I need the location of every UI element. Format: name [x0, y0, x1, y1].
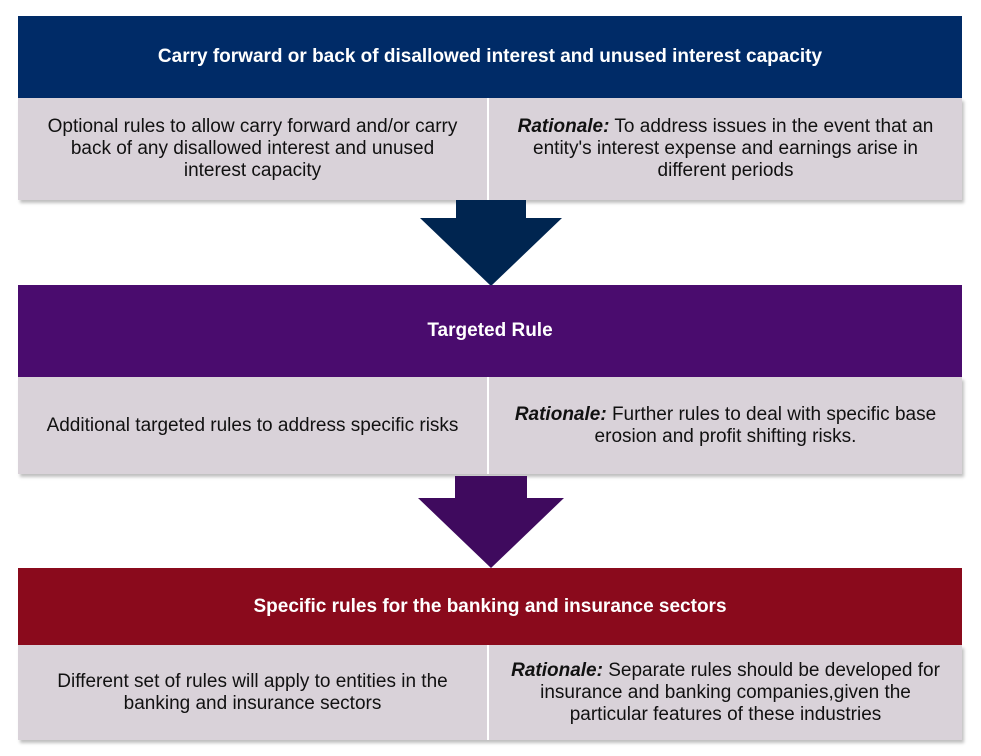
down-arrow-2	[418, 476, 564, 568]
section-3-rationale-cell: Rationale: Separate rules should be deve…	[489, 645, 962, 740]
section-2-description: Additional targeted rules to address spe…	[46, 414, 459, 436]
section-1-rationale-cell: Rationale: To address issues in the even…	[489, 98, 962, 200]
section-2-rationale-cell: Rationale: Further rules to deal with sp…	[489, 377, 962, 474]
section-3-description: Different set of rules will apply to ent…	[57, 670, 448, 714]
section-1-rationale-text: To address issues in the event that an e…	[533, 116, 934, 181]
section-1-description: Optional rules to allow carry forward an…	[47, 116, 458, 181]
section-2-rationale-label: Rationale:	[514, 403, 607, 425]
down-arrow-1	[420, 200, 562, 286]
section-3-rationale: Rationale: Separate rules should be deve…	[509, 660, 942, 726]
section-3-header: Specific rules for the banking and insur…	[18, 568, 962, 645]
section-3-title: Specific rules for the banking and insur…	[253, 595, 727, 617]
section-1-header: Carry forward or back of disallowed inte…	[18, 16, 962, 98]
section-1-title: Carry forward or back of disallowed inte…	[157, 46, 823, 67]
section-2-rationale-text: Further rules to deal with specific base…	[594, 403, 937, 447]
section-3-rationale-label: Rationale:	[511, 659, 603, 681]
section-2-header: Targeted Rule	[18, 285, 962, 377]
section-1-row: Optional rules to allow carry forward an…	[18, 98, 962, 200]
section-3-row: Different set of rules will apply to ent…	[18, 645, 962, 740]
section-2-title: Targeted Rule	[427, 320, 553, 341]
section-2-description-cell: Additional targeted rules to address spe…	[18, 377, 489, 474]
section-3-description-cell: Different set of rules will apply to ent…	[18, 645, 489, 740]
section-2-rationale: Rationale: Further rules to deal with sp…	[509, 404, 942, 448]
section-1-rationale-label: Rationale:	[517, 116, 610, 137]
section-3-rationale-text: Separate rules should be developed for i…	[540, 659, 940, 725]
section-1-description-cell: Optional rules to allow carry forward an…	[18, 98, 489, 200]
section-2-row: Additional targeted rules to address spe…	[18, 377, 962, 474]
section-1-rationale: Rationale: To address issues in the even…	[509, 116, 942, 182]
